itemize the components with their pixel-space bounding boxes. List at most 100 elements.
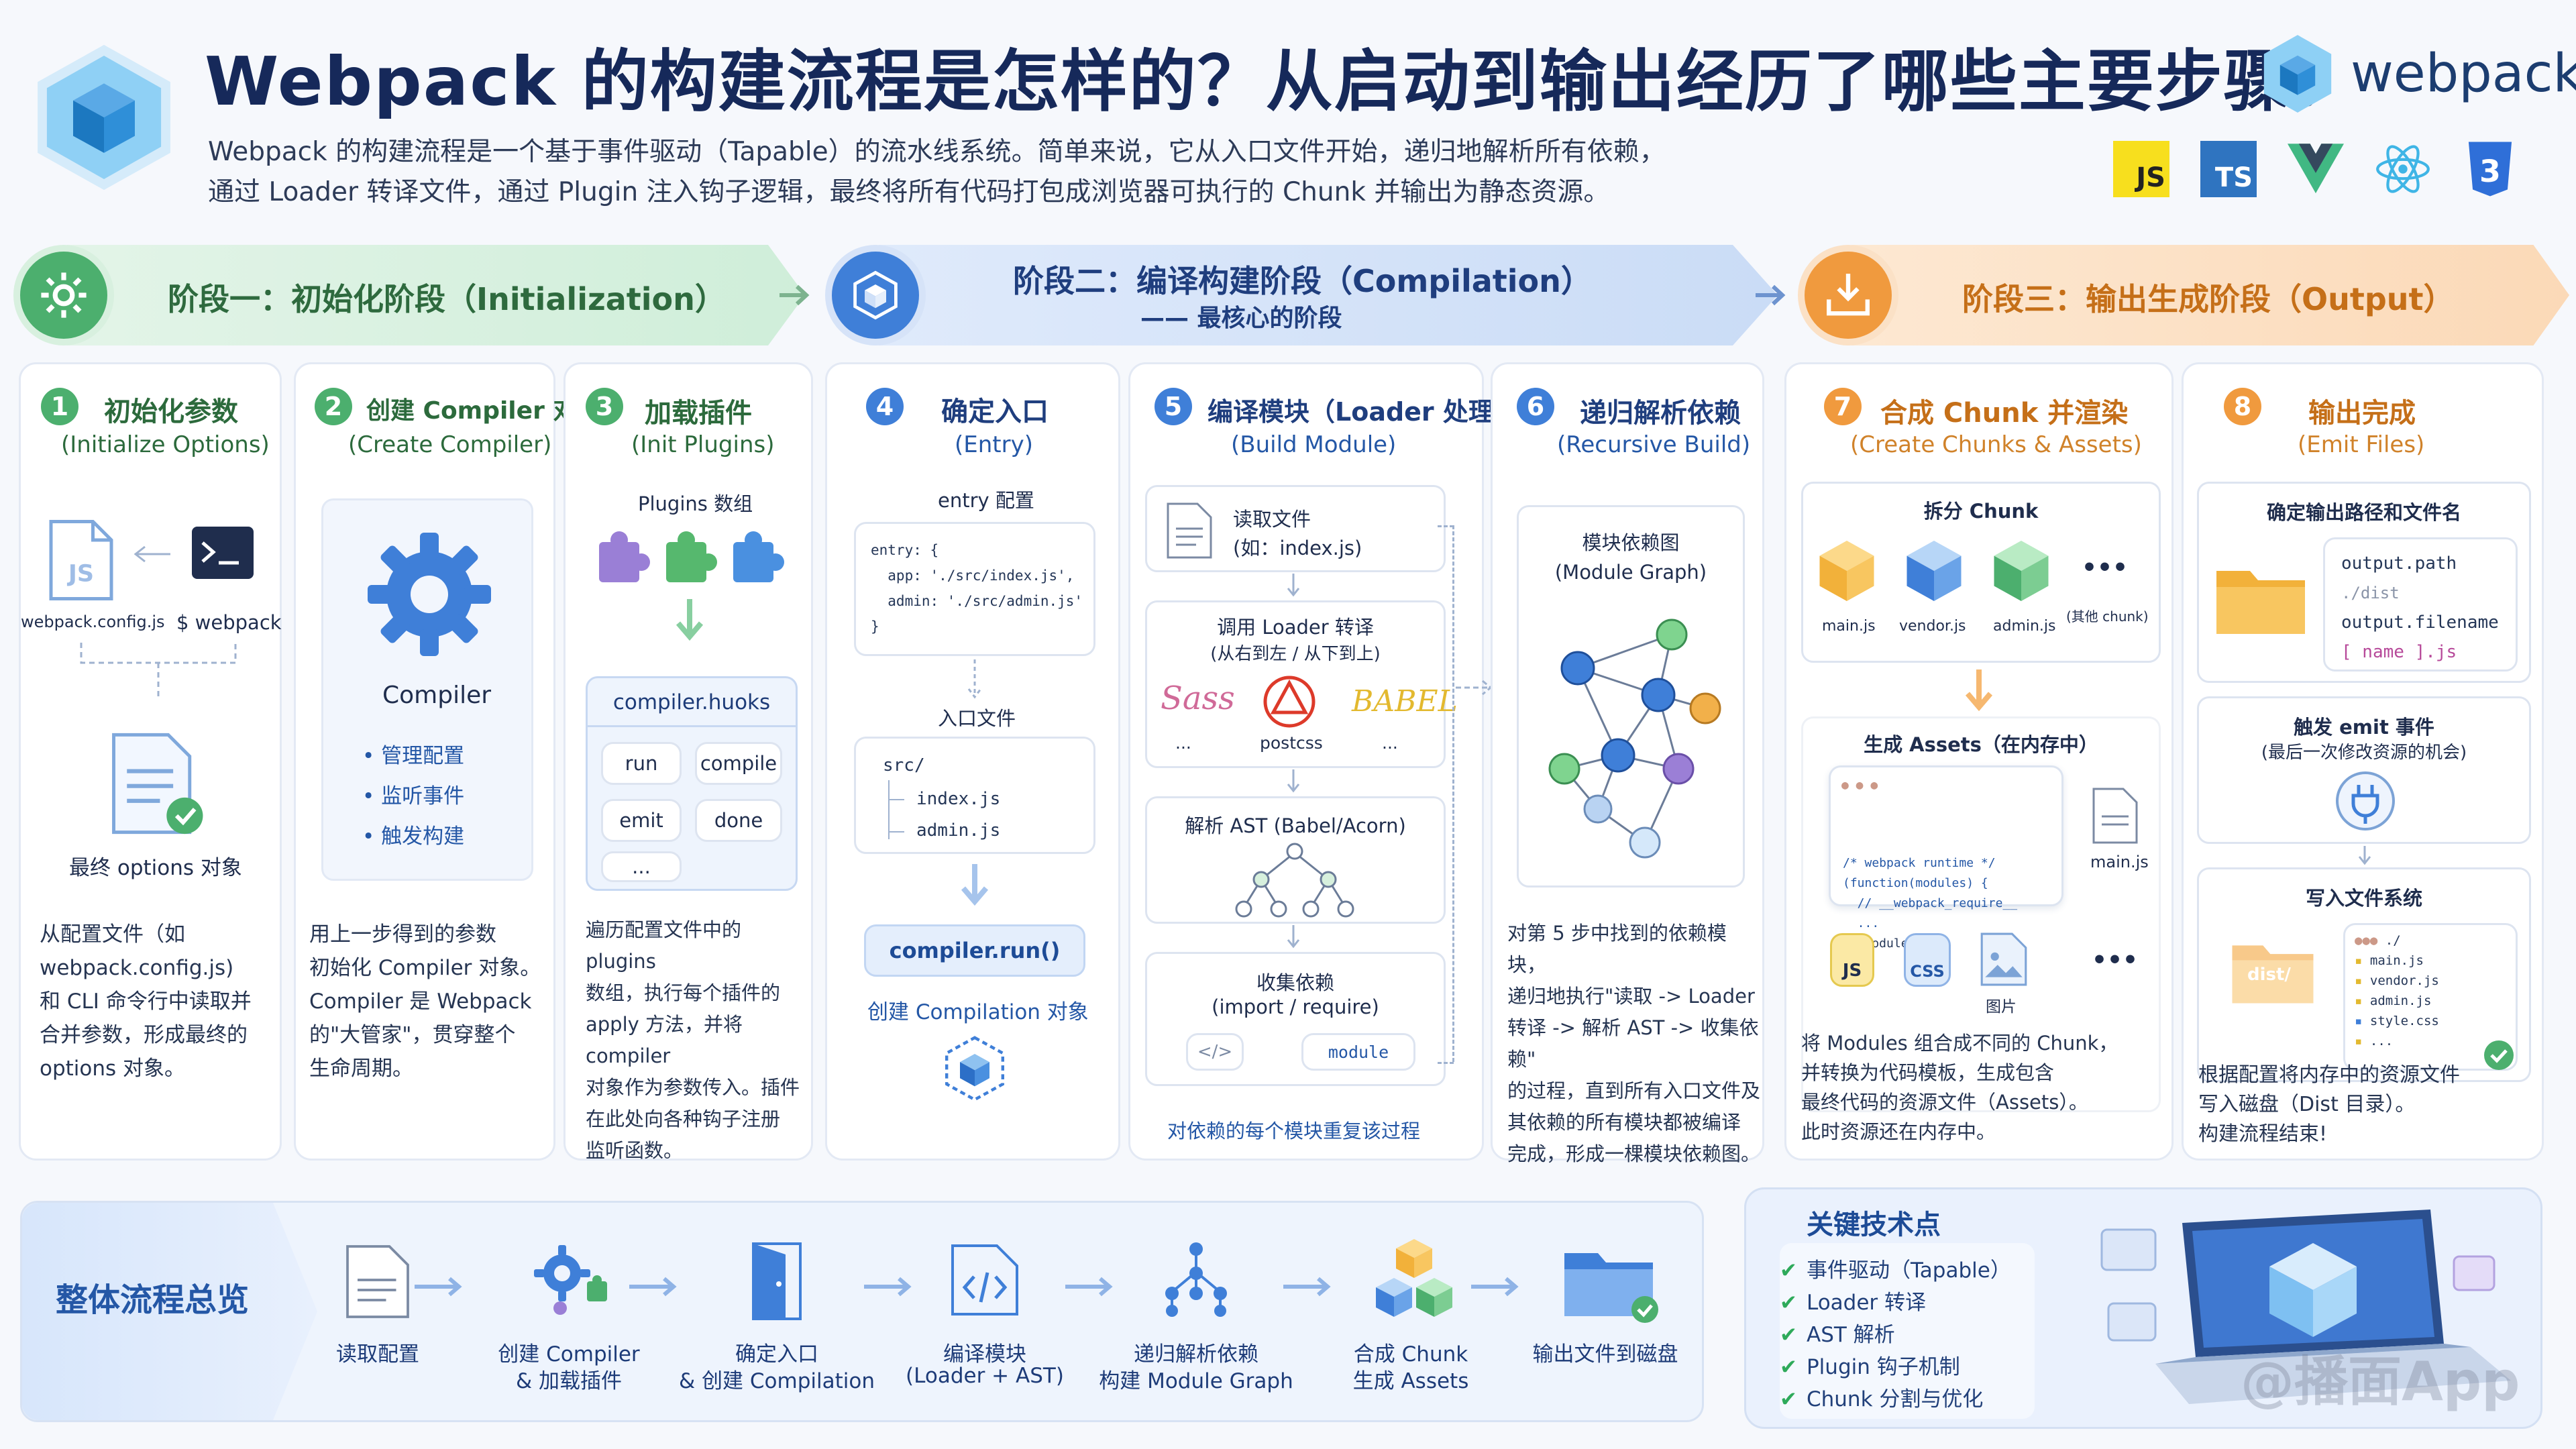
- arrow-right-icon: [1283, 1277, 1331, 1297]
- arrow-right-icon: [1756, 284, 1786, 306]
- laptop-illustration-icon: [2100, 1210, 2511, 1404]
- hook-run: run: [601, 742, 682, 785]
- step-title: 加载插件: [645, 398, 752, 429]
- key-point-item: ✔Chunk 分割与优化: [1780, 1387, 1984, 1411]
- step-number: 4: [866, 388, 904, 425]
- chunk-cube-icon: [1907, 541, 1962, 601]
- hook-more: ...: [601, 851, 682, 882]
- step-card-5: 5 编译模块（Loader 处理） (Build Module) 读取文件 (如…: [1128, 362, 1519, 1161]
- step-number: 3: [586, 388, 623, 425]
- gear-puzzle-icon: [534, 1245, 607, 1315]
- assets-box: 生成 Assets（在内存中） ● ● ● /* webpack runtime…: [1801, 716, 2161, 1112]
- step-card-4: 4 确定入口 (Entry) entry 配置 entry: { app: '.…: [825, 362, 1120, 1161]
- repeat-note: 对依赖的每个模块重复该过程: [1167, 1120, 1421, 1142]
- css-asset-icon: CSS: [1904, 933, 1951, 987]
- door-icon: [752, 1242, 802, 1320]
- step-subtitle: (Entry): [955, 431, 1033, 458]
- step-card-7: 7 合成 Chunk 并渲染 (Create Chunks & Assets) …: [1784, 362, 2174, 1161]
- config-file-icon: JS: [49, 520, 113, 600]
- check-icon: ✔: [1780, 1291, 1797, 1315]
- stage-1-label: 阶段一：初始化阶段（Initialization）: [168, 281, 726, 317]
- compiler-gear-icon: [368, 533, 491, 656]
- tech-logos: JS TS 3: [2113, 141, 2518, 197]
- check-icon: ✔: [1780, 1323, 1797, 1347]
- step-subtitle: (Recursive Build): [1557, 431, 1751, 458]
- overview-step-read-config: 读取配置: [277, 1243, 478, 1404]
- plug-icon: [2336, 771, 2395, 830]
- chunk-cube-icon: [1994, 541, 2049, 601]
- read-file-title: 读取文件: [1233, 508, 1311, 531]
- js-asset-icon: JS: [1830, 933, 1874, 987]
- step-subtitle: (Init Plugins): [631, 431, 775, 458]
- step-title: 编译模块（Loader 处理）: [1208, 397, 1519, 427]
- brand-name: webpack: [2351, 44, 2576, 104]
- step-title: 合成 Chunk 并渲染: [1880, 398, 2129, 429]
- vue-icon: [2288, 144, 2344, 194]
- webpack-cube-icon: [2263, 35, 2332, 113]
- gear-icon: [13, 245, 114, 345]
- stage-1-bar: 阶段一：初始化阶段（Initialization）: [13, 245, 805, 345]
- stage-2-label: 阶段二：编译构建阶段（Compilation）: [1013, 263, 1592, 299]
- options-result-label: 最终 options 对象: [69, 856, 242, 880]
- arrow-down-icon: [1287, 574, 1300, 597]
- write-fs-box: 写入文件系统 dist/ ●●● ./ ▪ main.js ▪ vendor.j…: [2197, 867, 2531, 1082]
- loader-sub: (从右到左 / 从下到上): [1210, 644, 1381, 664]
- chunk-label: (其他 chunk): [2066, 608, 2149, 625]
- chunk-label: admin.js: [1993, 618, 2056, 635]
- emit-sub: (最后一次修改资源的机会): [2261, 743, 2467, 763]
- step-2-description: 用上一步得到的参数初始化 Compiler 对象。Compiler 是 Webp…: [309, 922, 541, 1081]
- module-graph-icon: [1548, 619, 1721, 859]
- src-tree: src/ index.js admin.js: [854, 737, 1095, 854]
- step-subtitle: (Build Module): [1231, 431, 1397, 458]
- chunk-label: main.js: [1822, 618, 1876, 635]
- arrow-right-icon: [1065, 1277, 1113, 1297]
- more-chunks-icon: •••: [2082, 554, 2129, 582]
- options-document-icon: [112, 733, 203, 835]
- compilation-cube-icon: [945, 1036, 1004, 1102]
- puzzle-pieces-icon: [599, 531, 784, 582]
- module-tag: module: [1301, 1033, 1415, 1071]
- folder-icon: [2216, 571, 2305, 634]
- sass-icon: Sass: [1161, 680, 1235, 717]
- stage-3-label: 阶段三：输出生成阶段（Output）: [1962, 281, 2455, 317]
- step-title: 初始化参数: [104, 396, 238, 427]
- brand: webpack: [2261, 30, 2576, 117]
- header: Webpack 的构建流程是怎样的？从启动到输出经历了哪些主要步骤？ Webpa…: [0, 0, 2576, 235]
- arrow-right-icon: [1456, 680, 1493, 696]
- arrow-right-icon: [629, 1277, 677, 1297]
- step-number: 8: [2224, 388, 2261, 425]
- document-icon: [346, 1245, 409, 1318]
- step-title: 输出完成: [2308, 398, 2416, 429]
- cli-label: $ webpack: [176, 611, 282, 634]
- entry-config-label: entry 配置: [938, 489, 1034, 512]
- output-folder-icon: [1564, 1253, 1658, 1323]
- arrow-down-icon: [1965, 669, 1993, 712]
- overview-step-emit: 输出文件到磁盘: [1511, 1243, 1699, 1404]
- step-card-6: 6 递归解析依赖 (Recursive Build) 模块依赖图 (Module…: [1491, 362, 1764, 1165]
- split-chunk-box: 拆分 Chunk ••• main.js vendor.js admin.js …: [1801, 482, 2161, 663]
- overview-step-create-compiler: 创建 Compiler & 加载插件: [468, 1243, 669, 1404]
- hooks-panel: compiler.huoks run compile emit done ...: [586, 676, 798, 891]
- file-row: ▪ main.js: [2355, 953, 2424, 968]
- key-points-panel: 关键技术点 ✔事件驱动（Tapable） ✔Loader 转译 ✔AST 解析 …: [1744, 1187, 2542, 1429]
- ts-icon: TS: [2200, 141, 2257, 197]
- step-7-description: 将 Modules 组合成不同的 Chunk，并转换为代码模板，生成包含最终代码…: [1801, 1032, 2118, 1143]
- compiler-panel: Compiler • 管理配置 • 监听事件 • 触发构建: [321, 498, 533, 881]
- loader-box: 调用 Loader 转译 (从右到左 / 从下到上) Sass postcss …: [1145, 600, 1458, 768]
- webpack-logo-icon: [38, 44, 170, 191]
- image-asset-icon: [1980, 932, 2027, 986]
- write-fs-title: 写入文件系统: [2305, 887, 2422, 910]
- overview-step-recursive: 递归解析依赖 构建 Module Graph: [1095, 1242, 1297, 1404]
- hooks-title: compiler.huoks: [612, 690, 771, 714]
- main-js-file-icon: [2092, 788, 2138, 844]
- step-number: 6: [1517, 388, 1554, 425]
- entry-code-block: entry: { app: './src/index.js', admin: '…: [854, 522, 1095, 656]
- loader-title: 调用 Loader 转译: [1217, 616, 1374, 639]
- code-file-icon: [951, 1244, 1018, 1316]
- step-card-8: 8 输出完成 (Emit Files) 确定输出路径和文件名 output.pa…: [2182, 362, 2544, 1161]
- overview-step-chunk: 合成 Chunk 生成 Assets: [1310, 1239, 1511, 1404]
- dist-files-list: ●●● ./ ▪ main.js ▪ vendor.js ▪ admin.js …: [2343, 923, 2518, 1071]
